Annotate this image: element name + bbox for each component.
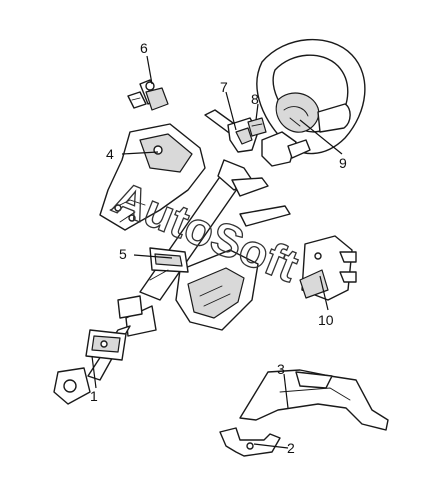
leader-10 (319, 275, 329, 311)
steering-wheel (256, 38, 366, 155)
callout-7: 7 (220, 79, 228, 95)
callout-8: 8 (251, 91, 259, 107)
callout-6: 6 (140, 40, 148, 56)
callout-4: 4 (106, 146, 114, 162)
leader-9 (299, 119, 343, 155)
callout-2: 2 (287, 440, 295, 456)
ignition-switch-part-8 (247, 117, 267, 137)
clamp (219, 427, 281, 457)
callout-10: 10 (318, 312, 334, 328)
column-shroud-lower (175, 249, 259, 331)
leader-8 (255, 103, 259, 121)
callout-9: 9 (339, 155, 347, 171)
leader-5 (133, 254, 173, 259)
leader-2 (253, 443, 289, 449)
leader-7 (225, 91, 237, 131)
lower-mounting-bracket (239, 369, 389, 431)
callout-3: 3 (277, 361, 285, 377)
column-shroud-upper (99, 123, 206, 231)
column-bracket-upper (299, 235, 357, 301)
leader-1 (91, 355, 97, 389)
leader-lines (91, 55, 343, 449)
leader-3 (283, 373, 289, 409)
leader-4 (121, 151, 159, 155)
callout-numbers: 1 2 3 4 5 6 7 8 9 10 (90, 40, 347, 456)
lock-cylinder (127, 79, 169, 111)
wiper-switch (261, 131, 311, 167)
callout-5: 5 (119, 246, 127, 262)
leader-6 (146, 55, 153, 85)
callout-1: 1 (90, 388, 98, 404)
intermediate-shaft (53, 325, 131, 405)
